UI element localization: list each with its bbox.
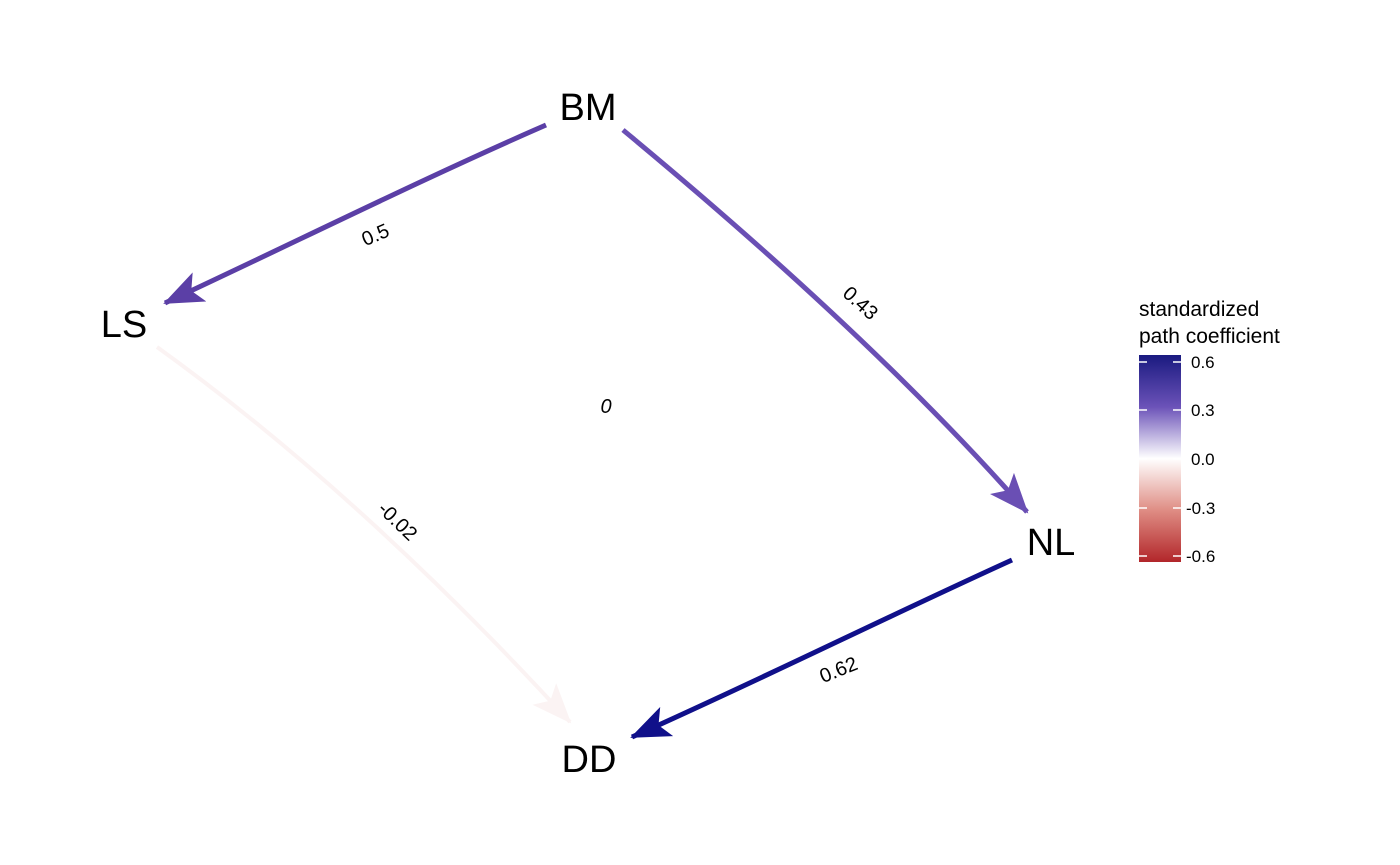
edge-ls-dd (155, 345, 572, 724)
edge-nl-dd (630, 557, 1014, 740)
legend-tick-marks (1139, 361, 1181, 557)
legend-tick-label: -0.6 (1186, 547, 1215, 566)
node-nl: NL (1027, 522, 1076, 564)
legend-title-line1: standardized (1139, 298, 1259, 321)
edge-bm-ls (163, 122, 548, 306)
node-ls: LS (101, 304, 147, 346)
legend-tick-label: 0.6 (1191, 353, 1215, 372)
legend-tick-label: -0.3 (1186, 499, 1215, 518)
edge-label-nl-dd: 0.62 (817, 653, 861, 688)
legend: standardized path coefficient 0.6 0.3 0.… (1139, 298, 1280, 566)
edge-label-ls-dd: -0.02 (373, 498, 421, 545)
legend-tick-label: 0.3 (1191, 401, 1215, 420)
legend-title-line2: path coefficient (1139, 325, 1280, 348)
center-label: 0 (600, 396, 611, 418)
node-bm: BM (560, 87, 617, 129)
edge-bm-nl (621, 128, 1029, 514)
legend-tick-label: 0.0 (1191, 450, 1215, 469)
edge-label-bm-nl: 0.43 (838, 282, 882, 324)
edge-label-bm-ls: 0.5 (359, 220, 393, 251)
node-dd: DD (562, 739, 617, 781)
